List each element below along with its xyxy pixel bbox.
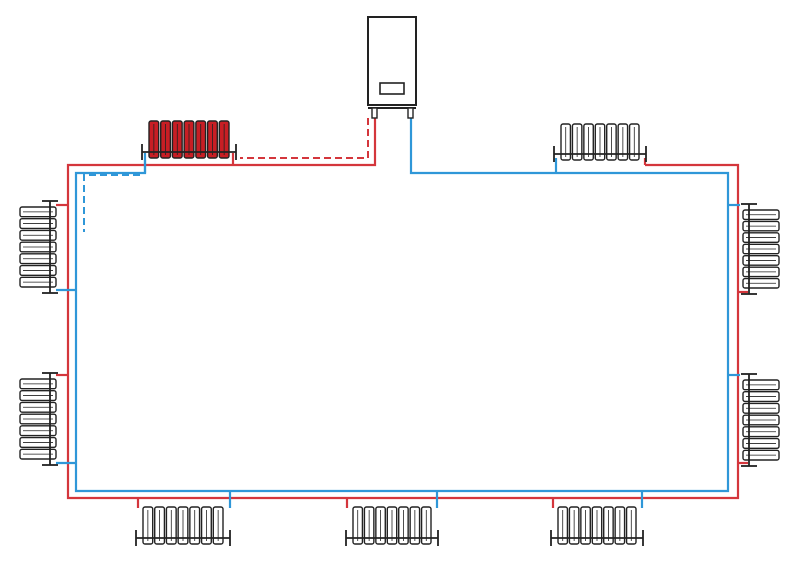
boiler-body xyxy=(367,16,417,106)
boiler-supply-outlet xyxy=(371,107,378,119)
supply-pipe-loop xyxy=(66,118,740,500)
wall-boiler-icon xyxy=(367,16,417,119)
return-pipe-loop xyxy=(74,118,730,493)
radiators xyxy=(19,120,780,546)
flow-indicators xyxy=(83,118,369,232)
radiator-icon xyxy=(135,506,231,546)
supply-pipe xyxy=(66,118,740,500)
return-pipe xyxy=(74,118,730,493)
radiator-icon xyxy=(553,123,647,162)
supply-flow-arrow xyxy=(240,118,369,159)
radiator-icon xyxy=(19,200,58,294)
radiator-icon xyxy=(550,506,644,546)
boiler-display xyxy=(379,82,405,95)
radiator-icon xyxy=(741,373,780,467)
radiator-icon xyxy=(141,120,237,160)
radiator-icon xyxy=(19,372,58,466)
radiator-icon xyxy=(345,506,439,546)
boiler-return-inlet xyxy=(407,107,414,119)
return-flow-arrow xyxy=(83,174,140,232)
radiator-icon xyxy=(741,203,780,295)
radiator-connectors xyxy=(56,153,748,508)
